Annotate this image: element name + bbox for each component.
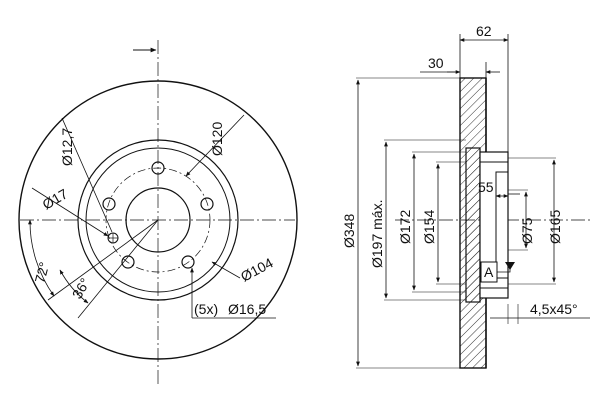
bolt-hole-4 xyxy=(121,255,135,269)
dia-120-label: Ø120 xyxy=(209,122,225,156)
bolt-count-label: (5x) xyxy=(194,301,218,317)
width-62-label: 62 xyxy=(476,23,492,39)
hat-section xyxy=(465,147,481,303)
dia-197-label: Ø197 máx. xyxy=(369,200,385,268)
bolt-circle xyxy=(105,167,211,273)
bolt-hole-2 xyxy=(200,197,214,211)
front-view: Ø12,7 Ø120 Ø17 72° 36° Ø104 (5x) Ø16,5 xyxy=(18,40,298,385)
angle-72-label: 72° xyxy=(31,260,52,285)
datum-a-label: A xyxy=(484,264,494,280)
hat-inner-circle xyxy=(85,147,231,293)
dia-16-5-label: Ø16,5 xyxy=(228,301,266,317)
outer-disc-circle xyxy=(18,80,298,360)
dia-104-label: Ø104 xyxy=(238,254,276,284)
dia-172-label: Ø172 xyxy=(397,210,413,244)
hat-outer-circle xyxy=(77,139,239,301)
bolt-hole-3 xyxy=(181,255,195,269)
depth-55-label: 55 xyxy=(478,179,494,195)
dia-17-label: Ø17 xyxy=(40,185,71,212)
dia-165-label: Ø165 xyxy=(547,210,563,244)
dia-154-label: Ø154 xyxy=(421,210,437,244)
hub-bore-circle xyxy=(125,187,191,253)
width-30-label: 30 xyxy=(428,55,444,71)
side-view: 62 30 Ø348 Ø197 máx. Ø172 Ø154 55 Ø75 xyxy=(341,23,590,369)
angle-36-label: 36° xyxy=(69,275,93,301)
bolt-hole-1 xyxy=(151,161,165,175)
dia-12-7-label: Ø12,7 xyxy=(59,128,75,166)
dia-348-label: Ø348 xyxy=(341,214,357,248)
chamfer-label: 4,5x45° xyxy=(530,301,578,317)
dia-75-label: Ø75 xyxy=(519,217,535,244)
bolt-hole-5 xyxy=(102,197,116,211)
